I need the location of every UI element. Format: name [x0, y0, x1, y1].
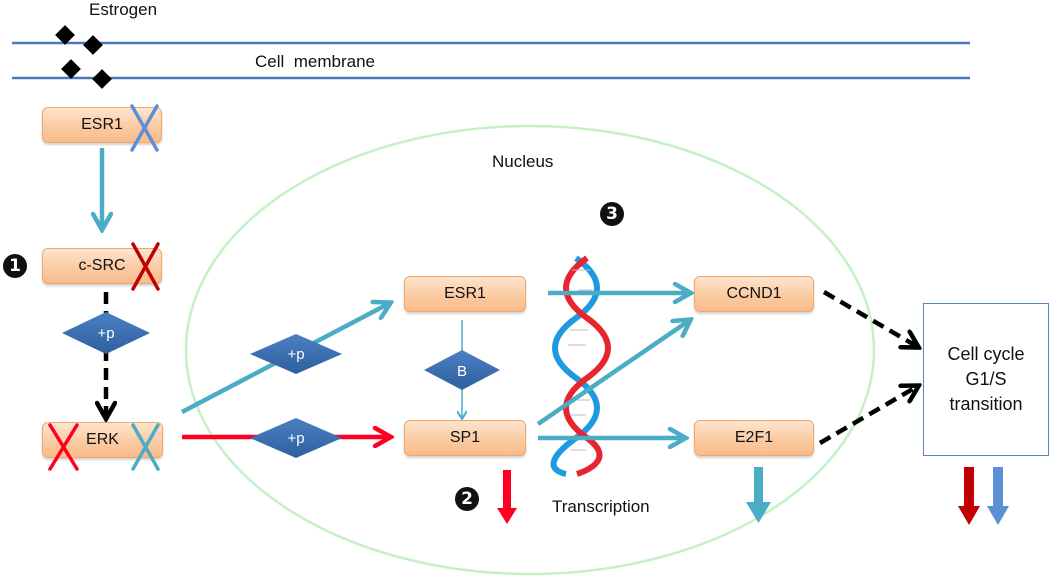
node-label: ESR1: [81, 116, 123, 133]
node-label: ERK: [86, 431, 119, 448]
node-esr1-cytoplasm[interactable]: ESR1: [42, 107, 162, 143]
dna-helix-icon: [550, 255, 611, 477]
nucleus-outline: [184, 124, 876, 576]
node-label: CCND1: [726, 285, 782, 302]
diamond-phosphorylation-erk-esr1: +p: [250, 334, 342, 374]
node-esr1-nucleus[interactable]: ESR1: [404, 276, 526, 312]
node-c-src[interactable]: c-SRC: [42, 248, 162, 284]
node-e2f1[interactable]: E2F1: [694, 420, 814, 456]
arrow-down-e2f1-decrease: [746, 467, 771, 523]
outcome-line-3: transition: [949, 394, 1023, 414]
arrow-e2f1-to-cell-cycle: [818, 386, 918, 445]
node-label: c-SRC: [78, 257, 126, 274]
arrow-down-cell-cycle-red: [958, 467, 980, 525]
diamond-label: +p: [97, 325, 114, 342]
marker-1-icon: 1: [3, 254, 27, 278]
estrogen-molecule: [92, 69, 112, 89]
node-label: ESR1: [444, 285, 486, 302]
estrogen-molecule: [83, 35, 103, 55]
cell-membrane-label: Cell membrane: [255, 52, 375, 71]
diamond-label: B: [457, 363, 467, 380]
arrow-down-cell-cycle-blue: [987, 467, 1009, 525]
marker-3-icon: 3: [600, 202, 624, 226]
node-ccnd1[interactable]: CCND1: [694, 276, 814, 312]
outcome-line-2: G1/S: [965, 369, 1007, 389]
marker-2-icon: 2: [455, 487, 479, 511]
transcription-label: Transcription: [552, 497, 650, 516]
diamond-binding-esr1-sp1: B: [424, 350, 500, 390]
estrogen-molecules: [55, 25, 112, 89]
node-erk[interactable]: ERK: [42, 422, 163, 458]
estrogen-label: Estrogen: [89, 0, 158, 19]
arrow-sp1-to-ccnd1: [536, 320, 690, 426]
cell-cycle-g1s-box[interactable]: Cell cycle G1/S transition: [923, 303, 1049, 456]
nucleus-label: Nucleus: [492, 152, 554, 171]
estrogen-molecule: [61, 59, 81, 79]
diamond-phosphorylation-csrc-erk: +p: [62, 312, 150, 354]
diamond-label: +p: [287, 430, 304, 447]
node-label: E2F1: [734, 429, 774, 446]
outcome-line-1: Cell cycle: [947, 344, 1025, 364]
node-label: SP1: [449, 429, 481, 446]
diamond-phosphorylation-erk-sp1: +p: [250, 418, 342, 458]
arrow-down-sp1-decrease: [497, 470, 517, 524]
node-sp1[interactable]: SP1: [404, 420, 526, 456]
diamond-label: +p: [287, 346, 304, 363]
